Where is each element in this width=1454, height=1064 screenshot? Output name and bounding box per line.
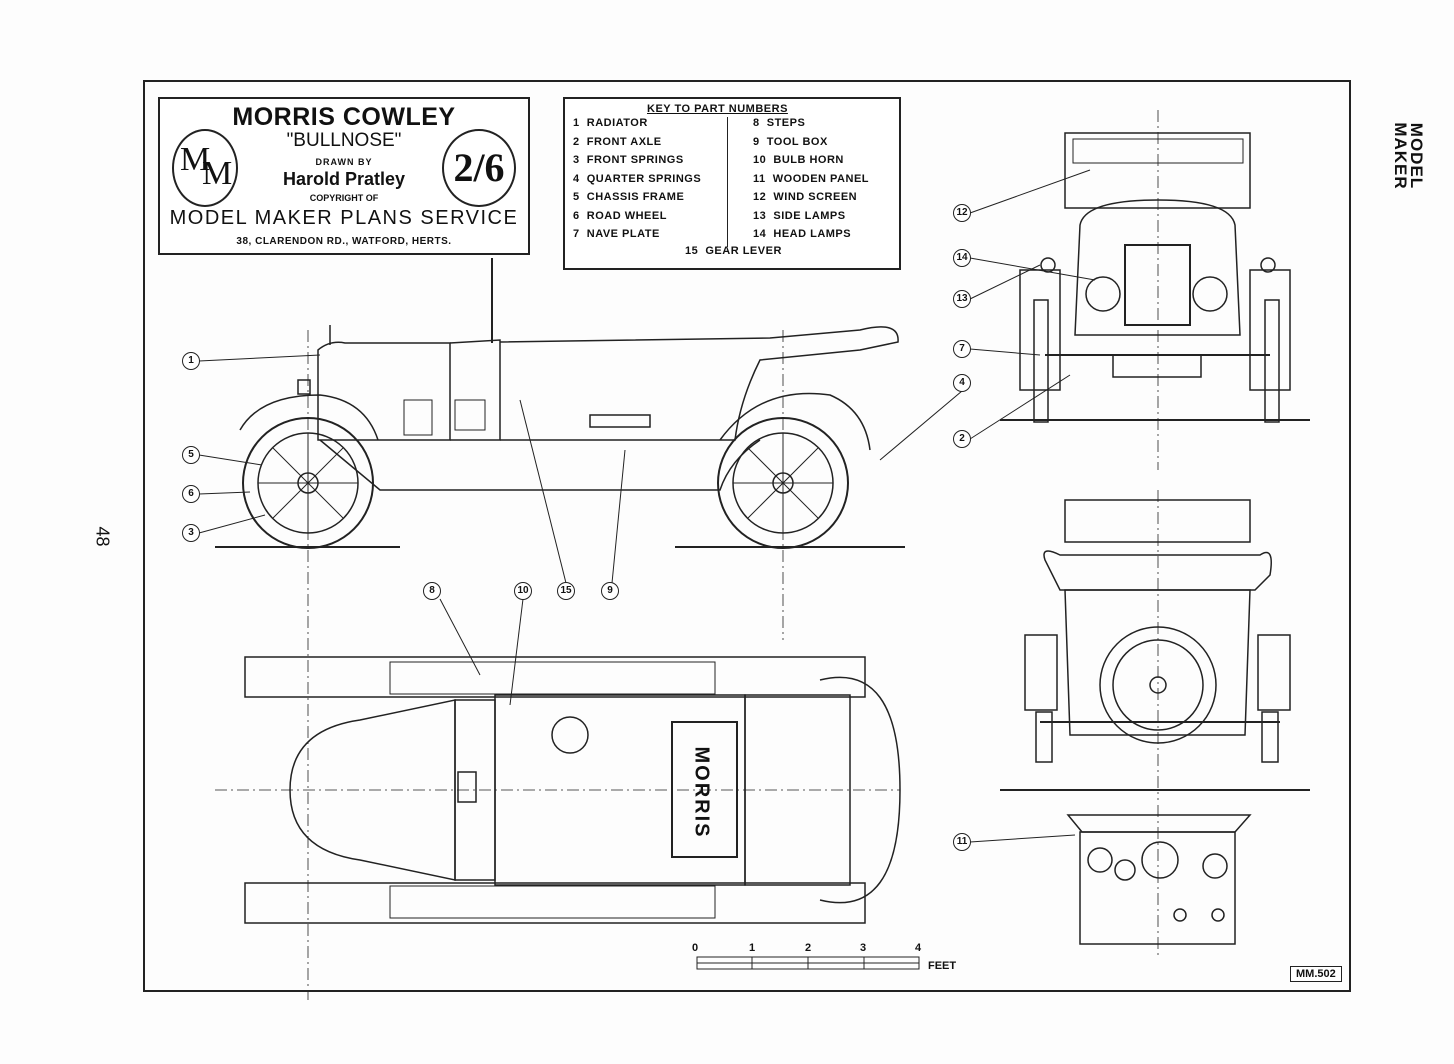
- rear-elevation: [1000, 490, 1310, 800]
- part-callout: 11: [953, 833, 971, 851]
- key-number: 1: [573, 117, 580, 129]
- part-callout: 10: [514, 582, 532, 600]
- parts-key: KEY TO PART NUMBERS 1 RADIATOR 2 FRONT AX…: [563, 97, 901, 270]
- key-number: 7: [573, 228, 580, 240]
- key-item: 8 STEPS: [753, 117, 805, 129]
- key-label: TOOL BOX: [766, 135, 828, 148]
- model-title: MORRIS COWLEY: [232, 103, 456, 131]
- key-label: FRONT AXLE: [586, 135, 662, 148]
- part-callout: 13: [953, 290, 971, 308]
- key-label: HEAD LAMPS: [773, 228, 852, 240]
- plan-radiator-badge: MORRIS: [690, 746, 713, 839]
- key-item: 4 QUARTER SPRINGS: [573, 173, 701, 185]
- key-item: 9 TOOL BOX: [753, 136, 828, 148]
- part-callout: 9: [601, 582, 619, 600]
- price-badge: 2/6: [442, 129, 516, 207]
- scale-tick: 0: [692, 942, 699, 954]
- model-nickname: "BULLNOSE": [286, 130, 402, 151]
- drawing-reference: MM.502: [1290, 966, 1342, 982]
- copyright-label: COPYRIGHT OF: [309, 193, 379, 203]
- logo-letter: M: [202, 155, 233, 192]
- key-divider: [727, 117, 728, 247]
- part-callout: 12: [953, 204, 971, 222]
- scale-bar: [696, 956, 920, 970]
- key-label: FRONT SPRINGS: [586, 154, 684, 166]
- key-label: RADIATOR: [586, 117, 648, 129]
- key-item: 6 ROAD WHEEL: [573, 210, 667, 222]
- key-number: 5: [573, 191, 580, 203]
- mm-logo: M M: [172, 129, 238, 207]
- key-number: 4: [573, 172, 580, 185]
- wooden-panel-view: [1066, 805, 1252, 955]
- part-callout: 7: [953, 340, 971, 358]
- key-label: NAVE PLATE: [586, 228, 660, 240]
- part-callout: 8: [423, 582, 441, 600]
- logo-letter: M: [180, 141, 211, 178]
- key-number: 6: [573, 209, 580, 222]
- key-item: 7 NAVE PLATE: [573, 228, 660, 240]
- scale-tick: 3: [860, 942, 867, 954]
- key-number: 15: [685, 245, 699, 257]
- side-elevation: [215, 258, 905, 1000]
- key-label: BULB HORN: [773, 154, 844, 166]
- key-label: ROAD WHEEL: [586, 209, 667, 222]
- key-label: CHASSIS FRAME: [586, 191, 685, 203]
- key-number: 11: [753, 172, 766, 185]
- key-label: SIDE LAMPS: [773, 209, 846, 222]
- key-label: STEPS: [766, 117, 806, 129]
- key-number: 8: [753, 117, 760, 129]
- scale-tick: 2: [805, 942, 812, 954]
- key-label: WOODEN PANEL: [772, 172, 870, 185]
- key-item: 11 WOODEN PANEL: [753, 173, 869, 185]
- key-item: 15 GEAR LEVER: [685, 245, 782, 257]
- publisher-address: 38, CLARENDON RD., WATFORD, HERTS.: [236, 236, 452, 247]
- key-number: 9: [753, 135, 760, 148]
- key-item: 1 RADIATOR: [573, 117, 648, 129]
- plan-view: [215, 656, 901, 924]
- author-name: Harold Pratley: [282, 169, 406, 189]
- title-block: M M 2/6 MORRIS COWLEY "BULLNOSE" DRAWN B…: [158, 97, 530, 255]
- key-number: 14: [753, 228, 767, 240]
- key-item: 3 FRONT SPRINGS: [573, 154, 684, 166]
- key-number: 13: [753, 209, 767, 222]
- scale-unit: FEET: [928, 960, 957, 972]
- part-callout: 2: [953, 430, 971, 448]
- drawing-border: [143, 80, 1351, 992]
- part-callout: 1: [182, 352, 200, 370]
- drawn-by-label: DRAWN BY: [315, 157, 373, 167]
- publisher-name: MODEL MAKER PLANS SERVICE: [169, 207, 519, 229]
- key-item: 14 HEAD LAMPS: [753, 228, 851, 240]
- key-item: 2 FRONT AXLE: [573, 136, 662, 148]
- part-callout: 3: [182, 524, 200, 542]
- key-item: 5 CHASSIS FRAME: [573, 191, 684, 203]
- key-number: 12: [753, 191, 767, 203]
- scale-tick: 4: [915, 942, 922, 954]
- part-callout: 6: [182, 485, 200, 503]
- part-callout: 14: [953, 249, 971, 267]
- part-callout: 15: [557, 582, 575, 600]
- brand-logo: MODEL MAKER: [1391, 122, 1426, 190]
- key-label: WIND SCREEN: [773, 191, 858, 203]
- key-item: 13 SIDE LAMPS: [753, 210, 846, 222]
- key-label: GEAR LEVER: [705, 245, 782, 257]
- leader-lines: [198, 169, 1096, 843]
- scale-tick: 1: [749, 942, 756, 954]
- key-item: 12 WIND SCREEN: [753, 191, 857, 203]
- key-number: 2: [573, 135, 580, 148]
- key-number: 10: [753, 154, 767, 166]
- key-number: 3: [573, 154, 580, 166]
- key-item: 10 BULB HORN: [753, 154, 844, 166]
- page-number: 48: [92, 526, 113, 547]
- key-label: QUARTER SPRINGS: [586, 172, 702, 185]
- part-callout: 5: [182, 446, 200, 464]
- key-heading: KEY TO PART NUMBERS: [647, 103, 788, 115]
- part-callout: 4: [953, 374, 971, 392]
